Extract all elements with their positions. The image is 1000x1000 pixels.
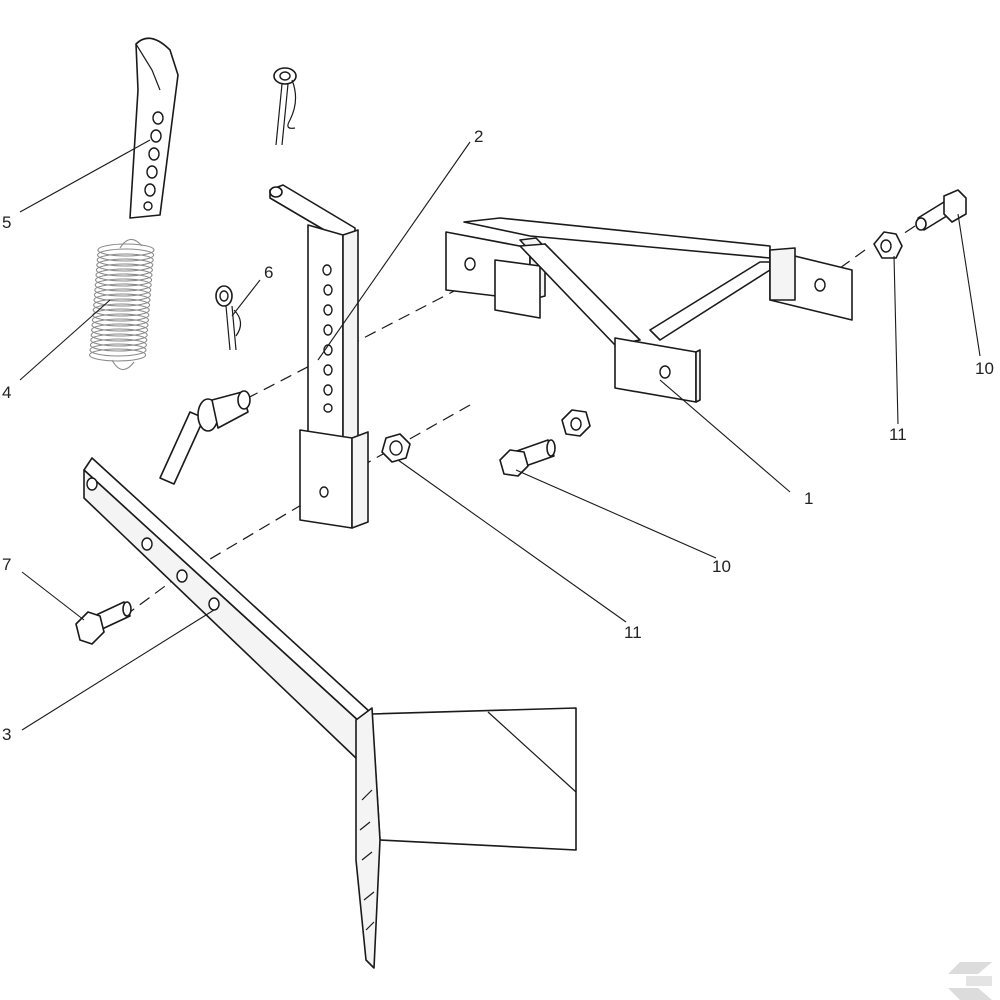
part-7-bolt (75, 601, 132, 645)
spring-coil (95, 268, 153, 282)
spring-coil (95, 263, 153, 277)
spring-coil (90, 328, 148, 342)
spring-coil (96, 253, 154, 267)
spring-coil (89, 348, 147, 362)
part-3-plow-plate (355, 707, 577, 969)
label-part-1: 1 (804, 489, 813, 508)
part-1-frame (445, 217, 853, 403)
part-labels: 5 4 6 2 1 10 11 11 10 7 3 (2, 127, 994, 744)
label-part-11-center: 11 (624, 623, 642, 642)
part-6-linch-pin (215, 285, 242, 351)
label-part-11-right: 11 (889, 425, 907, 444)
part-10-bolt-center (499, 409, 591, 477)
spring-coil (91, 323, 149, 337)
label-part-2: 2 (474, 127, 483, 146)
label-part-6: 6 (264, 263, 273, 282)
spring-coil (94, 278, 152, 292)
part-4-spring (89, 238, 155, 371)
leader-lines (19, 139, 981, 731)
label-part-5: 5 (2, 213, 11, 232)
watermark-logo (948, 962, 992, 1000)
part-2-post (269, 184, 369, 529)
spring-coil (97, 248, 155, 262)
spring-coil (93, 293, 151, 307)
spring-coil (97, 243, 155, 257)
part-11-nut-right (873, 231, 903, 259)
part-10-bolt-right (915, 189, 967, 231)
spring-coil (94, 283, 152, 297)
spring-coil (89, 338, 147, 352)
label-part-10-right: 10 (975, 359, 994, 378)
spring-coil (91, 313, 149, 327)
label-part-10-center: 10 (712, 557, 731, 576)
label-part-3: 3 (2, 725, 11, 744)
spring-coil (92, 303, 150, 317)
linch-pin-top (273, 67, 297, 146)
spring-coil (95, 273, 153, 287)
part-11-nut-center (381, 433, 411, 463)
spring-coil (91, 318, 149, 332)
part-5-handle (129, 37, 179, 219)
spring-coil (93, 298, 151, 312)
spring-coil (96, 258, 154, 272)
clevis-pin (159, 390, 251, 485)
spring-coil (89, 343, 147, 357)
label-part-4: 4 (2, 383, 11, 402)
spring-coil (90, 333, 148, 347)
label-part-7: 7 (2, 555, 11, 574)
part-3-bar (83, 457, 371, 761)
spring-coil (93, 288, 151, 302)
